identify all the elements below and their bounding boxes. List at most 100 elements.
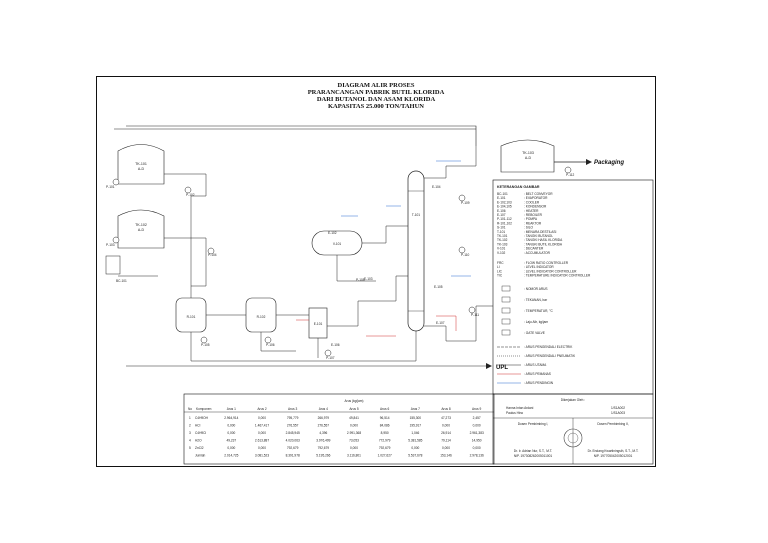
- legend-code: E-107: [497, 213, 506, 217]
- legend-line-label: : ARUS UTAMA: [524, 363, 547, 367]
- legend-code: TK-102: [497, 238, 508, 242]
- legend-code: E-102,103: [497, 200, 512, 204]
- table-cell: 47,273: [441, 416, 451, 420]
- legend-code: V-101: [497, 247, 506, 251]
- svg-text:E-106: E-106: [331, 343, 340, 347]
- title-line-1: DIAGRAM ALIR PROSES: [337, 82, 415, 89]
- svg-text:E-102: E-102: [328, 231, 337, 235]
- legend: KETERANGAN GAMBAR BC-101: BELT CONVEYORE…: [497, 185, 591, 385]
- table-cell: 266,979: [318, 416, 330, 420]
- legend-desc: : KONDENSOR: [524, 205, 547, 209]
- v101-label: V-101: [333, 242, 342, 246]
- table-cell: 0,000: [258, 431, 266, 435]
- svg-text:Paulus Hino: Paulus Hino: [506, 411, 523, 415]
- legend-desc: : MENARA DESTILASI: [524, 230, 557, 234]
- legend-heading: KETERANGAN GAMBAR: [497, 185, 540, 189]
- legend-desc: : SILO: [524, 226, 534, 230]
- svg-text:E-107: E-107: [436, 321, 445, 325]
- r101-label: R-101: [187, 315, 196, 319]
- table-cell: 276,557: [287, 424, 299, 428]
- table-cell: 73,053: [349, 439, 359, 443]
- legend-code: FRC: [497, 261, 504, 265]
- title-line-4: KAPASITAS 25.000 TON/TAHUN: [327, 103, 424, 110]
- table-cell: 8,950: [381, 431, 389, 435]
- upl-label: UPL: [496, 365, 508, 371]
- table-header-stream: Arus 9: [472, 407, 481, 411]
- r102-label: R-102: [257, 315, 266, 319]
- title-line-3: DARI BUTANOL DAN ASAM KLORIDA: [316, 96, 436, 103]
- table-cell: 5.381,585: [408, 439, 422, 443]
- table-cell: 155,300: [410, 416, 422, 420]
- table-header-stream: Arus 6: [380, 407, 389, 411]
- table-cell: 3.976,499: [316, 439, 330, 443]
- legend-code: BC-101: [497, 192, 508, 196]
- svg-text:E-104: E-104: [432, 185, 441, 189]
- svg-text:Dosen Pembimbing I,: Dosen Pembimbing I,: [518, 422, 549, 426]
- table-cell: 1,046: [411, 431, 419, 435]
- legend-desc: : POMPA: [524, 217, 538, 221]
- university-seal: [563, 428, 583, 448]
- bc101-label: BC-101: [116, 279, 127, 283]
- table-header-group: Arus (kg/jam): [345, 399, 364, 403]
- table-cell: 3.081,523: [255, 454, 269, 458]
- table-cell-komponen: ZnCl2: [195, 446, 204, 450]
- svg-text:NIP. 197308262005011001: NIP. 197308262005011001: [514, 454, 553, 458]
- table-cell: 1.467,417: [255, 424, 269, 428]
- legend-symbol-label: : GATE VALVE: [524, 331, 545, 335]
- legend-desc: : FLOW RATIO CONTROLLER: [524, 261, 569, 265]
- table-cell: 96,514: [380, 416, 390, 420]
- table-cell: 795,779: [287, 416, 299, 420]
- table-cell: 0,000: [227, 431, 235, 435]
- table-cell: 2,457: [473, 416, 481, 420]
- column-t101: T-101: [407, 170, 425, 332]
- legend-desc: : TEMPERATURE INDICATOR CONTROLLER: [524, 274, 591, 278]
- svg-text:1/S1A003: 1/S1A003: [611, 411, 625, 415]
- svg-text:P-112: P-112: [566, 173, 574, 177]
- table-header-stream: Arus 5: [349, 407, 358, 411]
- legend-symbol-label: : TEMPERATUR, °C: [524, 309, 553, 313]
- t101-label: T-101: [412, 213, 420, 217]
- pfd-sheet: DIAGRAM ALIR PROSES PRARANCANGAN PABRIK …: [96, 76, 656, 467]
- table-cell: 0,000: [473, 446, 481, 450]
- svg-text:E-105: E-105: [434, 285, 443, 289]
- table-header-stream: Arus 8: [441, 407, 450, 411]
- svg-text:P-111: P-111: [471, 313, 479, 317]
- table-cell: 5.537,678: [408, 454, 422, 458]
- legend-code: LIC: [497, 269, 503, 273]
- svg-text:1/S1A002: 1/S1A002: [611, 406, 625, 410]
- legend-desc: : ACCUMULATOR: [524, 251, 551, 255]
- legend-code: TK-101: [497, 234, 508, 238]
- table-cell: 0,000: [473, 424, 481, 428]
- legend-line-label: : ARUS PENGENDALI PNEUMATIK: [524, 354, 576, 358]
- legend-code: T-101: [497, 230, 505, 234]
- table-header-stream: Arus 3: [288, 407, 297, 411]
- table-cell: 0,000: [227, 424, 235, 428]
- table-cell-komponen: H2O: [195, 439, 202, 443]
- stream-table-box: [183, 393, 495, 465]
- legend-code: V-102: [497, 251, 506, 255]
- legend-symbol-label: : TEKANAN, bar: [524, 298, 548, 302]
- table-header-stream: Arus 1: [227, 407, 236, 411]
- table-cell: 276,557: [318, 424, 330, 428]
- table-cell: 0,000: [350, 424, 358, 428]
- table-cell: 0,000: [258, 416, 266, 420]
- decanter-v101: V-101: [311, 230, 363, 256]
- packaging-label: Packaging: [594, 160, 624, 166]
- legend-code: TIC: [497, 274, 503, 278]
- table-cell: 792,679: [318, 446, 330, 450]
- pump-labels: P-101 P-102 P-103 P-104 P-105 P-106 P-10…: [106, 173, 574, 360]
- table-cell-no: 5: [189, 446, 191, 450]
- legend-code: TK-103: [497, 242, 508, 246]
- legend-desc: : TANGKI HASIL KLORIDA: [524, 238, 563, 242]
- legend-code: S-101: [497, 226, 506, 230]
- legend-desc: : DECANTER: [524, 247, 544, 251]
- table-cell: 3.116,801: [347, 454, 361, 458]
- reactor-r102: R-102: [245, 297, 277, 333]
- table-cell-no: 2: [189, 424, 191, 428]
- reactor-r101: R-101: [175, 297, 207, 333]
- title-line-2: PRARANCANGAN PABRIK BUTIL KLORIDA: [307, 89, 445, 96]
- table-cell-no: 4: [189, 439, 191, 443]
